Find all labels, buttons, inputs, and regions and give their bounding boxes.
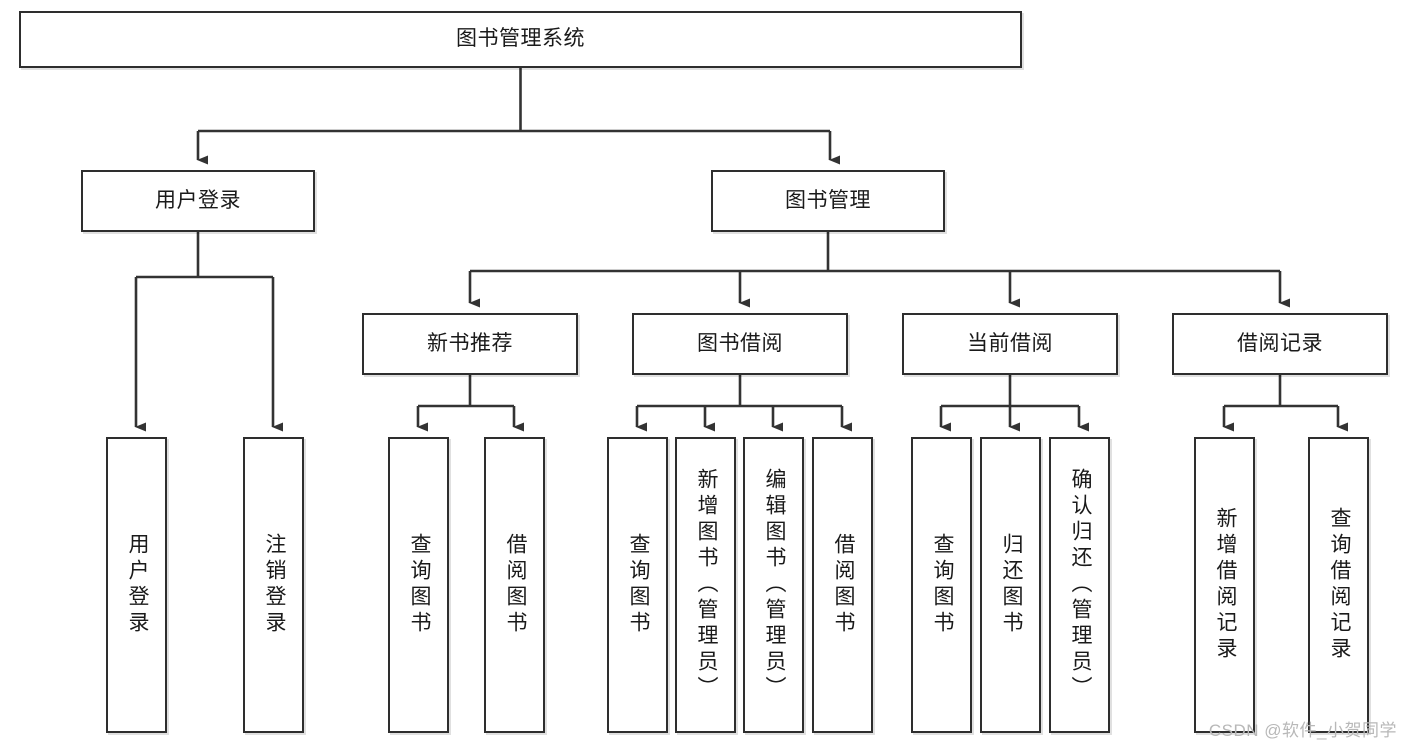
node-current-borrow-label: 当前借阅 [967,331,1053,355]
leaf-borrow-record-1[interactable]: 查询借阅记录 [1308,437,1369,733]
leaf-current-borrow-1-label: 归还图书 [1000,533,1023,637]
node-user-login-label: 用户登录 [155,188,241,212]
node-new-book-rec[interactable]: 新书推荐 [362,313,578,375]
node-book-borrow[interactable]: 图书借阅 [632,313,848,375]
csdn-watermark: CSDN @软件_小贺同学 [1208,721,1397,740]
leaf-user-login-1[interactable]: 注销登录 [243,437,304,733]
leaf-user-login-0[interactable]: 用户登录 [106,437,167,733]
leaf-book-borrow-2-label: 编辑图书（管理员） [763,468,786,702]
leaf-book-borrow-3[interactable]: 借阅图书 [812,437,873,733]
node-borrow-record[interactable]: 借阅记录 [1172,313,1388,375]
leaf-borrow-record-1-label: 查询借阅记录 [1328,507,1351,663]
leaf-current-borrow-1[interactable]: 归还图书 [980,437,1041,733]
leaf-user-login-1-label: 注销登录 [263,533,286,637]
leaf-book-borrow-0[interactable]: 查询图书 [607,437,668,733]
node-new-book-rec-label: 新书推荐 [427,331,513,355]
node-current-borrow[interactable]: 当前借阅 [902,313,1118,375]
leaf-current-borrow-0[interactable]: 查询图书 [911,437,972,733]
leaf-new-book-rec-0-label: 查询图书 [408,533,431,637]
leaf-book-borrow-2[interactable]: 编辑图书（管理员） [743,437,804,733]
node-root[interactable]: 图书管理系统 [19,11,1022,68]
node-book-manage-label: 图书管理 [785,188,871,212]
node-book-borrow-label: 图书借阅 [697,331,783,355]
leaf-new-book-rec-0[interactable]: 查询图书 [388,437,449,733]
leaf-current-borrow-0-label: 查询图书 [931,533,954,637]
leaf-book-borrow-0-label: 查询图书 [627,533,650,637]
node-borrow-record-label: 借阅记录 [1237,331,1323,355]
leaf-book-borrow-1-label: 新增图书（管理员） [695,468,718,702]
leaf-borrow-record-0[interactable]: 新增借阅记录 [1194,437,1255,733]
leaf-new-book-rec-1[interactable]: 借阅图书 [484,437,545,733]
leaf-borrow-record-0-label: 新增借阅记录 [1214,507,1237,663]
leaf-book-borrow-3-label: 借阅图书 [832,533,855,637]
leaf-book-borrow-1[interactable]: 新增图书（管理员） [675,437,736,733]
leaf-new-book-rec-1-label: 借阅图书 [504,533,527,637]
leaf-user-login-0-label: 用户登录 [126,533,149,637]
leaf-current-borrow-2[interactable]: 确认归还（管理员） [1049,437,1110,733]
node-book-manage[interactable]: 图书管理 [711,170,945,232]
node-root-label: 图书管理系统 [456,27,585,51]
node-user-login[interactable]: 用户登录 [81,170,315,232]
leaf-current-borrow-2-label: 确认归还（管理员） [1069,468,1092,702]
